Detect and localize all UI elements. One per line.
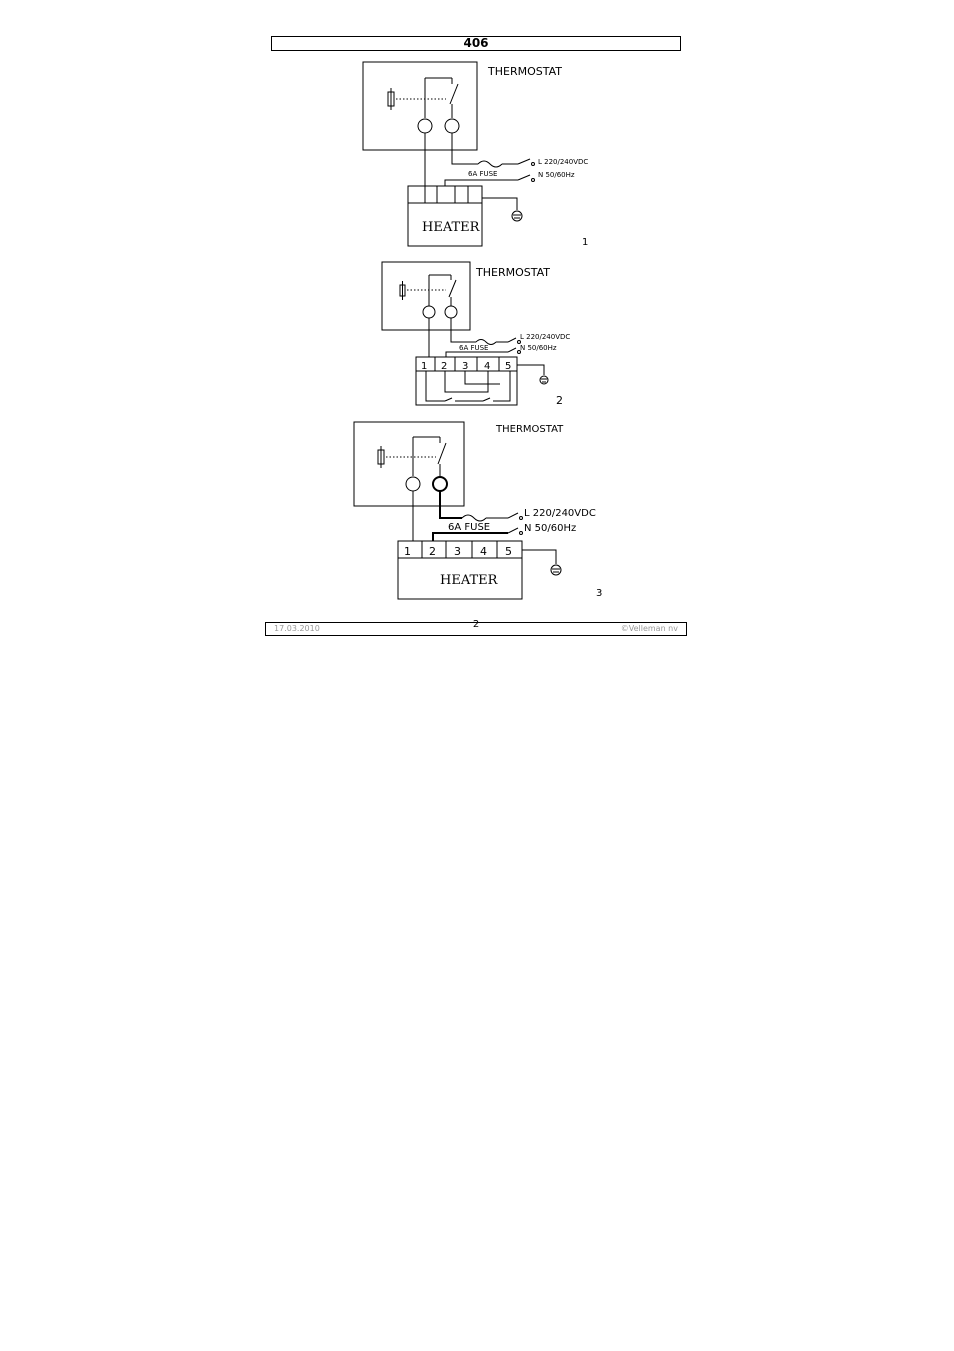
diagram-1 bbox=[362, 61, 535, 247]
switch-contact-1 bbox=[449, 83, 459, 105]
line-label-3: L 220/240VDC bbox=[524, 508, 596, 519]
thermostat-box-1 bbox=[362, 61, 478, 151]
terminal-3-circle-3 bbox=[432, 476, 448, 492]
fuse-icon-3 bbox=[461, 514, 487, 522]
fuse-label-1: 6A FUSE bbox=[468, 170, 497, 178]
terminal-1-circle-2 bbox=[422, 305, 436, 319]
terminal-3-circle bbox=[444, 118, 460, 134]
terminal-3-circle-2 bbox=[444, 305, 458, 319]
thermostat-box-2 bbox=[381, 261, 471, 331]
terminal-block-2 bbox=[415, 356, 518, 406]
diagram-3 bbox=[353, 421, 562, 600]
switch-contact-3 bbox=[437, 442, 447, 465]
block-terminal-2-4: 4 bbox=[484, 361, 490, 372]
heater-label-1: HEATER bbox=[422, 220, 481, 235]
line-label-2: L 220/240VDC bbox=[520, 333, 570, 341]
block-terminal-3-3: 3 bbox=[454, 545, 461, 558]
switch-contact-2 bbox=[448, 279, 457, 298]
page-title: 406 bbox=[463, 36, 489, 50]
heater-box-1 bbox=[407, 185, 483, 247]
neutral-label-1: N 50/60Hz bbox=[538, 171, 575, 179]
thermostat-box-3 bbox=[353, 421, 465, 507]
fuse-label-3: 6A FUSE bbox=[448, 522, 490, 533]
thermostat-label-2: THERMOSTAT bbox=[475, 266, 550, 279]
terminal-1-circle-3 bbox=[405, 476, 421, 492]
ground-icon-3 bbox=[550, 564, 562, 576]
figure-number-1: 1 bbox=[582, 237, 588, 248]
page-footer: 17.03.2010 2 ©Velleman nv bbox=[265, 619, 687, 636]
ground-icon-1 bbox=[511, 210, 523, 222]
heater-box-3 bbox=[397, 540, 523, 600]
neutral-label-2: N 50/60Hz bbox=[520, 344, 557, 352]
block-terminal-2-2: 2 bbox=[441, 361, 447, 372]
block-terminal-3-1: 1 bbox=[404, 545, 411, 558]
figure-number-3: 3 bbox=[596, 588, 602, 599]
line-label-1: L 220/240VDC bbox=[538, 158, 588, 166]
figure-number-2: 2 bbox=[556, 394, 563, 407]
thermostat-label-3: THERMOSTAT bbox=[495, 424, 564, 435]
footer-date: 17.03.2010 bbox=[274, 624, 320, 633]
page-header: 406 bbox=[271, 36, 681, 51]
footer-copyright: ©Velleman nv bbox=[620, 624, 678, 633]
thermostat-label-1: THERMOSTAT bbox=[487, 65, 562, 78]
fuse-icon-2 bbox=[475, 339, 497, 345]
block-terminal-3-2: 2 bbox=[429, 545, 436, 558]
block-terminal-2-5: 5 bbox=[505, 361, 511, 372]
block-terminal-3-4: 4 bbox=[480, 545, 487, 558]
block-terminal-2-1: 1 bbox=[421, 361, 427, 372]
terminal-1-circle bbox=[417, 118, 433, 134]
heater-label-3: HEATER bbox=[440, 573, 499, 588]
block-terminal-2-3: 3 bbox=[462, 361, 468, 372]
fuse-label-2: 6A FUSE bbox=[459, 344, 488, 352]
fuse-icon-1 bbox=[477, 160, 503, 168]
ground-icon-2 bbox=[539, 375, 549, 385]
neutral-label-3: N 50/60Hz bbox=[524, 523, 576, 534]
block-terminal-3-5: 5 bbox=[505, 545, 512, 558]
diagram-2 bbox=[381, 261, 549, 406]
footer-page-number: 2 bbox=[472, 619, 480, 630]
